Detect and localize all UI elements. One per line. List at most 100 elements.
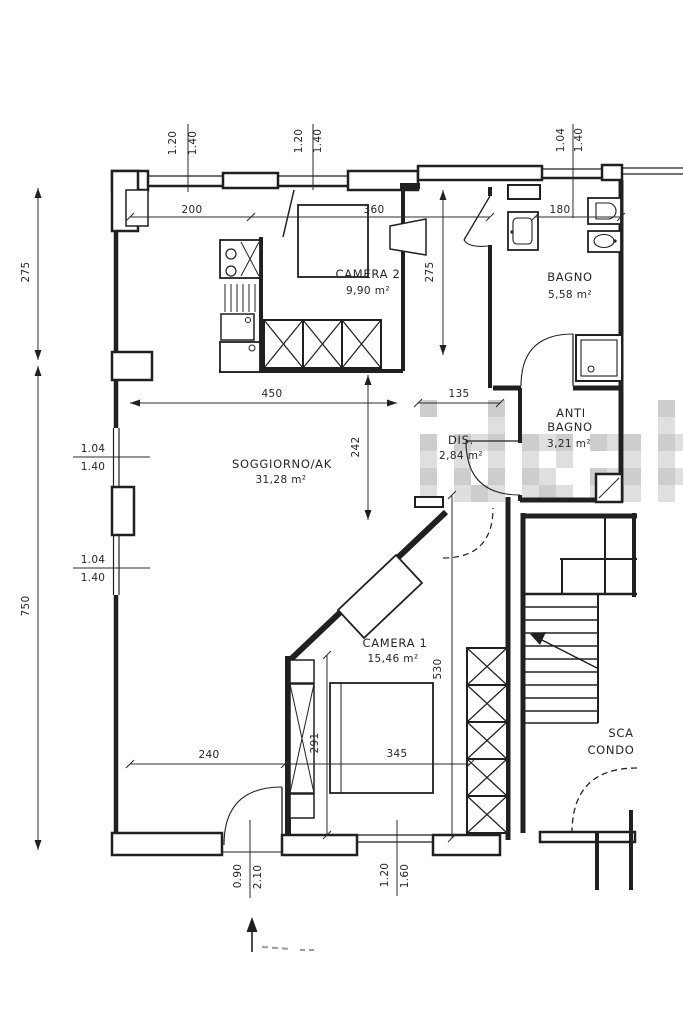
door-leaf-bagno-top [463,195,491,241]
shower-tray [580,339,618,377]
door-arc-bagno [520,333,574,387]
dim-180: 180 [550,204,571,216]
dim-360: 360 [364,204,385,216]
north-arrow [246,917,316,952]
win-dim: 1.40 [573,128,585,153]
wall-pier [221,171,280,190]
nightstand [289,793,315,819]
wall-stub [414,496,444,508]
wall-pier [416,164,544,182]
dim-530: 530 [432,659,444,680]
wall-pier [600,163,624,182]
win-dim: 1.20 [293,129,305,154]
bathroom-fixtures [507,197,623,382]
dimension-lines [34,124,626,898]
room-camera1-area: 15,46 m² [367,653,418,665]
win-dim: 1.20 [379,863,391,888]
door-arc-camera1 [442,507,494,559]
door-arc-bagno-top [463,239,489,247]
stair-direction-arrowhead [530,632,546,645]
dimension-labels: 200 360 180 450 135 240 345 275 750 275 … [20,128,585,890]
win-dim: 1.40 [81,461,106,473]
room-antibagno-name1: ANTI [556,406,586,420]
win-dim: 1.04 [81,443,106,455]
wall-pier [110,831,224,857]
dim-450: 450 [262,388,283,400]
room-camera1-name: CAMERA 1 [362,636,427,650]
room-camera2-name: CAMERA 2 [335,267,400,281]
stairs [520,513,637,890]
shower [575,334,623,382]
sink-bowl [225,248,237,260]
kitchen-sink-unit [219,239,261,279]
hall-wall [538,830,637,844]
wall-pier [431,833,502,857]
win-dim: 1.04 [555,128,567,153]
dim-242: 242 [350,437,362,458]
room-scala-line2: CONDO [587,743,634,757]
kitchen-appliance [219,341,261,373]
win-dim: 1.40 [187,131,199,156]
wall-stub [507,184,541,200]
door-arc-soggiorno [223,786,283,846]
bidet-tap [613,239,617,243]
dim-291: 291 [309,733,321,754]
stair-treads [525,606,598,724]
room-antibagno-area: 3,21 m² [547,438,591,450]
dim-750-left: 750 [20,596,32,617]
furniture [263,204,508,834]
shaft-diagonal [598,477,620,499]
sink-bowl [225,265,237,277]
door-leaf-camera2 [282,189,295,238]
wall-pier [110,485,136,537]
dim-345: 345 [387,748,408,760]
dim-275-corridor: 275 [424,262,436,283]
win-dim: 1.04 [81,554,106,566]
dim-135: 135 [449,388,470,400]
win-dim: 1.40 [312,129,324,154]
stove-grill [224,284,256,312]
dim-arrow [130,399,140,407]
shower-drain [587,365,595,373]
north-arrow-head [246,917,258,932]
sink-tap [510,230,514,234]
room-soggiorno-area: 31,28 m² [255,474,306,486]
camera1-wardrobe [466,647,508,834]
room-scala-line1: SCA [608,726,633,740]
interior-walls [219,184,624,840]
dim-arrow [387,399,397,407]
appliance-knob [245,317,251,323]
room-bagno-area: 5,58 m² [548,289,592,301]
win-dim: 1.60 [399,864,411,889]
kitchen [219,239,261,373]
dim-200: 200 [182,204,203,216]
room-antibagno-name2: BAGNO [547,420,593,434]
win-dim: 1.40 [81,572,106,584]
room-dis-area: 2,84 m² [439,450,483,462]
camera2-wardrobe [263,319,382,369]
kitchen-appliance [220,313,255,341]
stair-direction-line [535,636,598,669]
wall-niche [125,189,149,227]
appliance-knob [248,344,256,352]
room-dis-name: DIS. [448,433,474,447]
room-soggiorno-name: SOGGIORNO/AK [232,457,332,471]
dim-240: 240 [199,749,220,761]
win-dim: 1.20 [167,131,179,156]
toilet-bowl [595,202,617,220]
chair [389,218,427,256]
watermark [420,400,683,502]
room-labels: CAMERA 2 9,90 m² BAGNO 5,58 m² SOGGIORNO… [232,267,634,757]
nightstand [289,659,315,684]
illegible-mark [261,946,291,950]
door-arc-antibagno [465,440,521,496]
door-arc-condominio [571,767,638,834]
wall-pier [110,350,154,382]
sofa [336,553,424,640]
wall-pier [280,833,359,857]
doors [223,189,638,846]
room-bagno-name: BAGNO [547,270,593,284]
win-dim: 2.10 [252,865,264,890]
